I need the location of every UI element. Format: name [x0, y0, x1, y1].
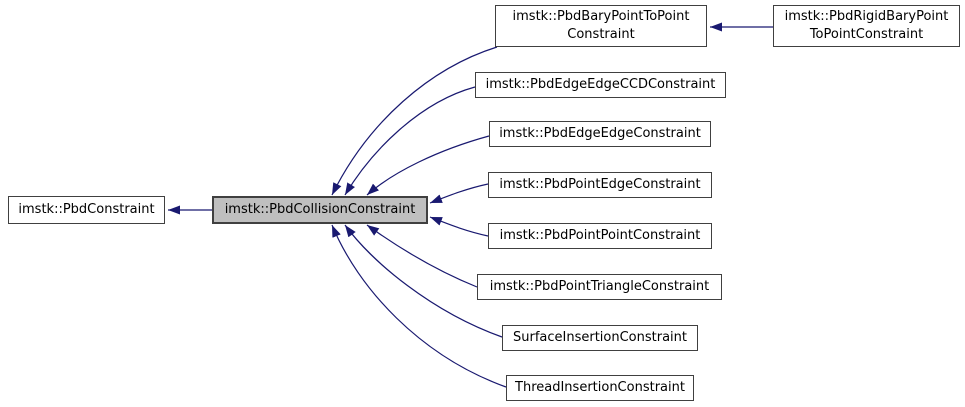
- arrow-bary-to-collision: [331, 46, 498, 196]
- node-pbd-point-edge-constraint[interactable]: imstk::PbdPointEdgeConstraint: [488, 172, 712, 198]
- node-pbd-edge-edge-ccd-constraint[interactable]: imstk::PbdEdgeEdgeCCDConstraint: [475, 72, 726, 98]
- arrow-threadinsertion-to-collision: [331, 224, 507, 388]
- node-pbd-collision-constraint: imstk::PbdCollisionConstraint: [212, 196, 428, 224]
- arrow-pointpoint-to-collision: [429, 216, 489, 237]
- node-pbd-rigid-bary-point-to-point-constraint[interactable]: imstk::PbdRigidBaryPoint ToPointConstrai…: [773, 5, 960, 47]
- node-pbd-edge-edge-constraint[interactable]: imstk::PbdEdgeEdgeConstraint: [489, 121, 711, 147]
- node-pbd-point-triangle-constraint[interactable]: imstk::PbdPointTriangleConstraint: [477, 274, 722, 300]
- arrow-surfaceinsertion-to-collision: [344, 224, 503, 338]
- arrow-edgeedgeccd-to-collision: [344, 86, 476, 196]
- node-thread-insertion-constraint[interactable]: ThreadInsertionConstraint: [506, 375, 694, 401]
- node-pbd-point-point-constraint[interactable]: imstk::PbdPointPointConstraint: [488, 223, 712, 249]
- node-pbd-bary-point-to-point-constraint[interactable]: imstk::PbdBaryPointToPoint Constraint: [495, 5, 707, 47]
- arrow-pointedge-to-collision: [429, 183, 489, 204]
- node-surface-insertion-constraint[interactable]: SurfaceInsertionConstraint: [502, 325, 698, 351]
- node-pbd-constraint[interactable]: imstk::PbdConstraint: [8, 196, 165, 224]
- arrow-edgeedge-to-collision: [366, 135, 490, 196]
- arrow-pointtriangle-to-collision: [366, 224, 478, 288]
